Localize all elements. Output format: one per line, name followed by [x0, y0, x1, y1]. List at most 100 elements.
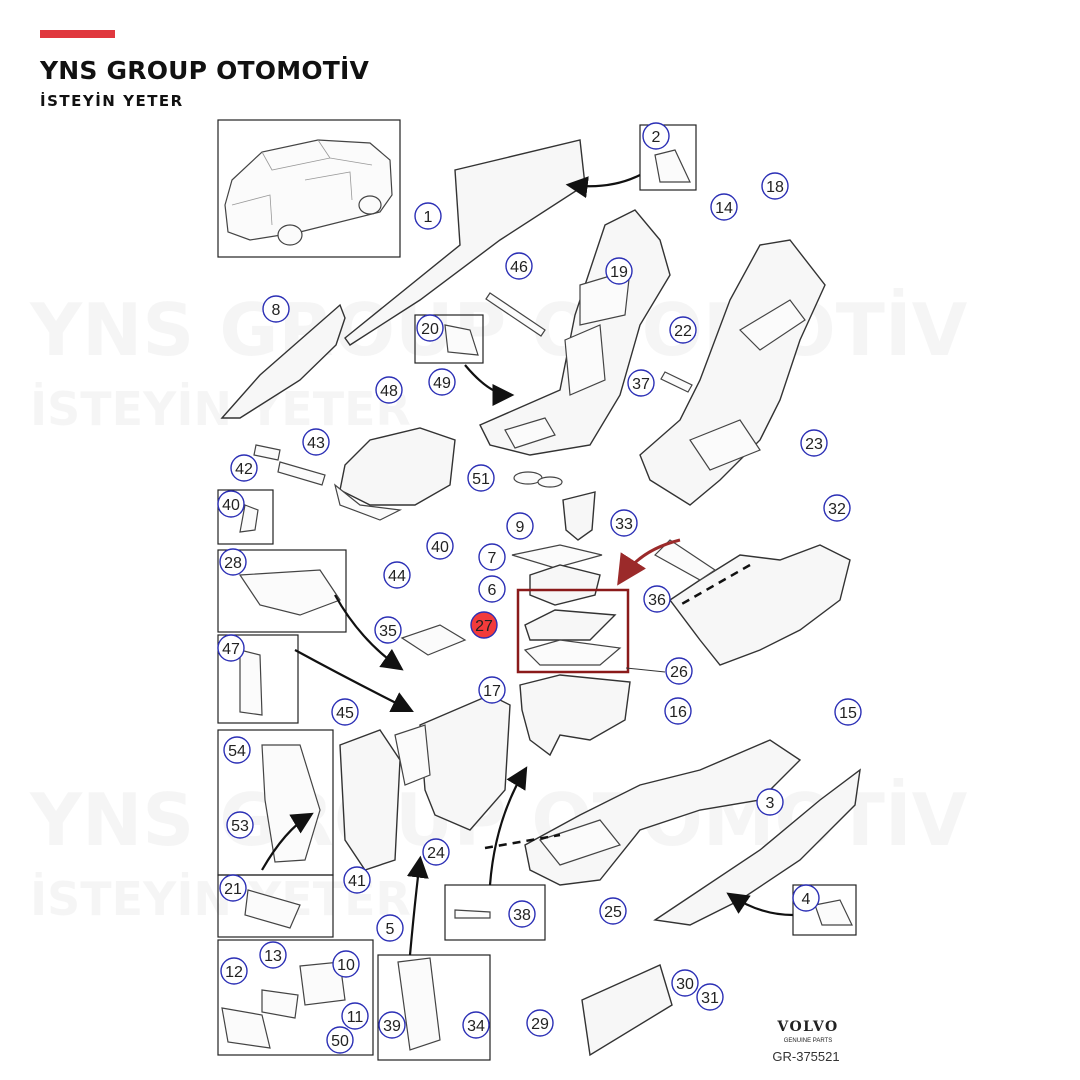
svg-text:41: 41	[348, 873, 366, 890]
svg-text:54: 54	[228, 743, 246, 760]
svg-text:16: 16	[669, 704, 687, 721]
car-thumbnail	[217, 119, 401, 258]
svg-text:1: 1	[424, 209, 433, 226]
svg-text:38: 38	[513, 907, 531, 924]
svg-text:7: 7	[488, 550, 497, 567]
svg-text:48: 48	[380, 383, 398, 400]
svg-text:46: 46	[510, 259, 528, 276]
svg-text:4: 4	[802, 891, 811, 908]
callout-1: 1	[414, 202, 442, 230]
callout-24: 24	[422, 838, 450, 866]
svg-text:25: 25	[604, 904, 622, 921]
callout-15: 15	[834, 698, 862, 726]
callout-50: 50	[326, 1026, 354, 1054]
callout-14: 14	[710, 193, 738, 221]
callout-22: 22	[669, 316, 697, 344]
svg-text:11: 11	[347, 1009, 364, 1026]
volvo-logo: VOLVO GENUINE PARTS	[776, 1019, 837, 1044]
callout-42: 42	[230, 454, 258, 482]
svg-text:18: 18	[766, 179, 784, 196]
callout-41: 41	[343, 866, 371, 894]
svg-text:53: 53	[231, 818, 249, 835]
svg-text:12: 12	[225, 964, 243, 981]
svg-text:31: 31	[701, 990, 719, 1007]
watermark-line-2: İSTEYİN YETER	[30, 382, 411, 436]
callout-40-a: 40	[217, 490, 245, 518]
callout-43: 43	[302, 428, 330, 456]
svg-text:22: 22	[674, 323, 692, 340]
callout-54: 54	[223, 736, 251, 764]
callout-51: 51	[467, 464, 495, 492]
callout-6: 6	[478, 575, 506, 603]
callout-36: 36	[643, 585, 671, 613]
svg-text:26: 26	[670, 664, 688, 681]
svg-text:37: 37	[632, 376, 650, 393]
svg-text:13: 13	[264, 948, 282, 965]
callout-27-highlighted: 27	[470, 611, 498, 639]
svg-text:44: 44	[388, 568, 406, 585]
callout-30: 30	[671, 969, 699, 997]
svg-text:32: 32	[828, 501, 846, 518]
svg-text:39: 39	[383, 1018, 401, 1035]
highlight-arrow	[617, 538, 681, 586]
svg-text:35: 35	[379, 623, 397, 640]
callout-3: 3	[756, 788, 784, 816]
svg-text:40: 40	[431, 539, 449, 556]
svg-text:5: 5	[386, 921, 395, 938]
callout-48: 48	[375, 376, 403, 404]
callout-38: 38	[508, 900, 536, 928]
callout-7: 7	[478, 543, 506, 571]
callout-9: 9	[506, 512, 534, 540]
diagram-reference: GR-375521	[772, 1049, 839, 1064]
highlight-box	[516, 588, 630, 674]
svg-text:14: 14	[715, 200, 733, 217]
callout-16: 16	[664, 697, 692, 725]
svg-text:51: 51	[472, 471, 490, 488]
svg-text:3: 3	[766, 795, 775, 812]
svg-text:6: 6	[488, 582, 497, 599]
callout-2: 2	[642, 122, 670, 150]
callout-26: 26	[665, 657, 693, 685]
svg-text:40: 40	[222, 497, 240, 514]
svg-text:50: 50	[331, 1033, 349, 1050]
svg-text:GENUINE PARTS: GENUINE PARTS	[784, 1038, 832, 1044]
brand-tagline: İSTEYİN YETER	[40, 92, 184, 110]
svg-text:27: 27	[475, 618, 493, 635]
svg-text:2: 2	[652, 129, 661, 146]
svg-text:47: 47	[222, 641, 240, 658]
callout-28: 28	[219, 548, 247, 576]
callout-40-b: 40	[426, 532, 454, 560]
callout-29: 29	[526, 1009, 554, 1037]
svg-text:36: 36	[648, 592, 666, 609]
svg-text:20: 20	[421, 321, 439, 338]
svg-text:10: 10	[337, 957, 355, 974]
callout-12: 12	[220, 957, 248, 985]
callout-20: 20	[416, 314, 444, 342]
callout-32: 32	[823, 494, 851, 522]
callout-44: 44	[383, 561, 411, 589]
svg-text:8: 8	[272, 302, 281, 319]
brand-name: YNS GROUP OTOMOTİV	[40, 56, 370, 85]
callout-21: 21	[219, 874, 247, 902]
callout-34: 34	[462, 1011, 490, 1039]
callout-5: 5	[376, 914, 404, 942]
svg-text:33: 33	[615, 516, 633, 533]
svg-text:9: 9	[516, 519, 525, 536]
callout-13: 13	[259, 941, 287, 969]
callout-19: 19	[605, 257, 633, 285]
callout-35: 35	[374, 616, 402, 644]
callout-31: 31	[696, 983, 724, 1011]
callout-8: 8	[262, 295, 290, 323]
callout-4: 4	[792, 884, 820, 912]
callout-53: 53	[226, 811, 254, 839]
callout-18: 18	[761, 172, 789, 200]
svg-text:45: 45	[336, 705, 354, 722]
callout-25: 25	[599, 897, 627, 925]
svg-text:17: 17	[483, 683, 501, 700]
callout-49: 49	[428, 368, 456, 396]
callout-37: 37	[627, 369, 655, 397]
svg-text:23: 23	[805, 436, 823, 453]
callout-10: 10	[332, 950, 360, 978]
callout-11: 11	[341, 1002, 369, 1030]
callout-17: 17	[478, 676, 506, 704]
